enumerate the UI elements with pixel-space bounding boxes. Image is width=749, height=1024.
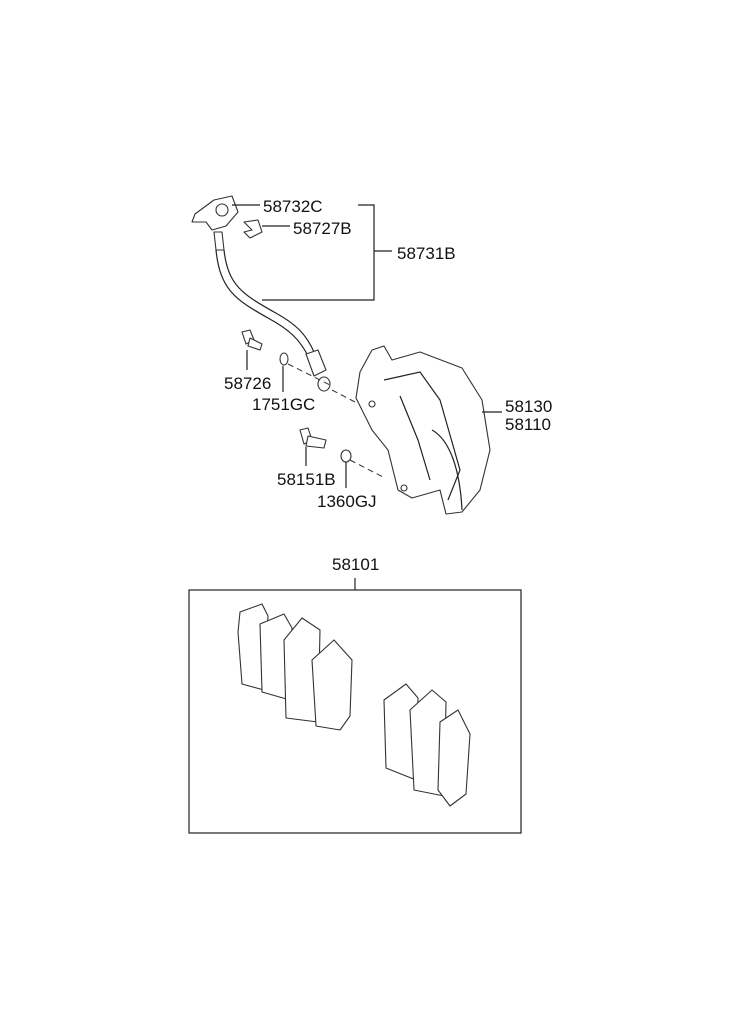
part-label-58101: 58101: [332, 555, 379, 574]
part-label-1751GC: 1751GC: [252, 395, 315, 414]
part-label-58130: 58130: [505, 397, 552, 416]
brake-caliper: [355, 345, 491, 515]
part-label-1360GJ: 1360GJ: [317, 492, 377, 511]
part-label-58731B: 58731B: [397, 244, 456, 263]
part-label-58151B: 58151B: [277, 470, 336, 489]
bolt-58151B: [299, 427, 327, 449]
washer-1751GC: [279, 352, 289, 366]
washer-1360GJ: [340, 449, 352, 463]
part-label-58726: 58726: [224, 374, 271, 393]
brake-pads: [237, 603, 471, 807]
part-label-58732C: 58732C: [263, 197, 323, 216]
part-label-58727B: 58727B: [293, 219, 352, 238]
brake-hose-assembly: [191, 195, 331, 392]
part-label-58110: 58110: [505, 415, 551, 434]
bolt-58726: [241, 329, 263, 351]
